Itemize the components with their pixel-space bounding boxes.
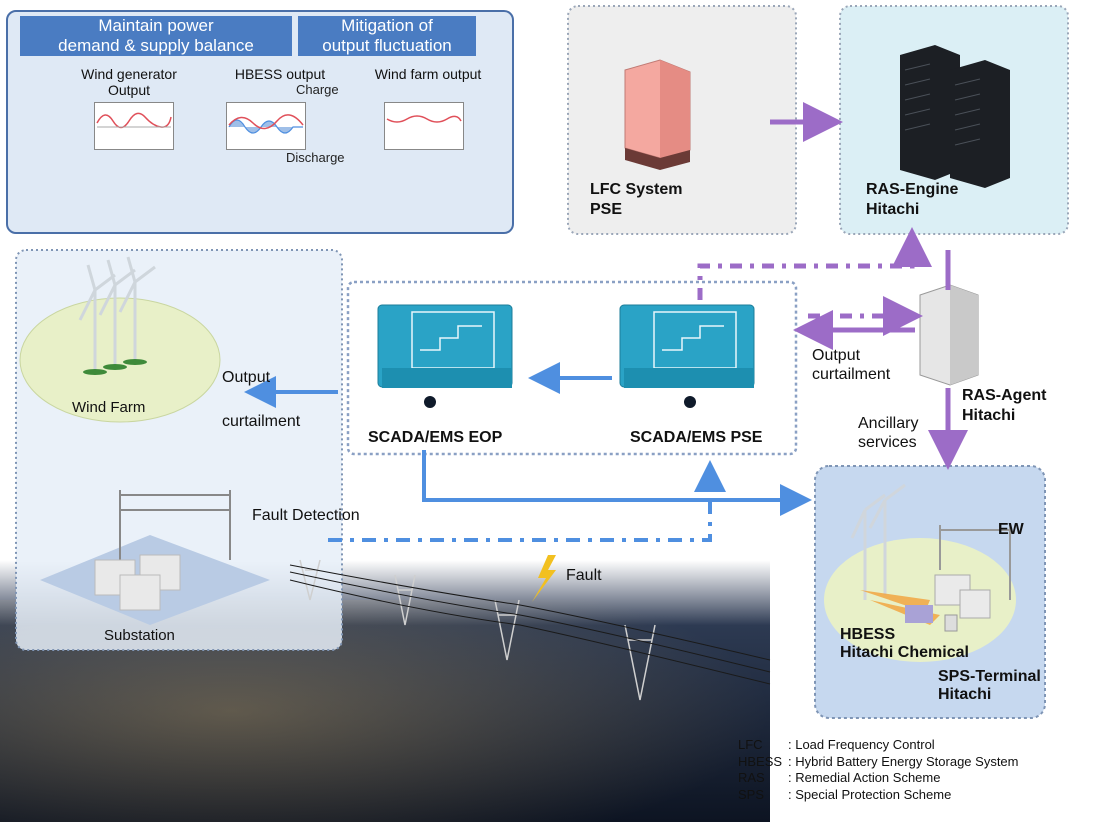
scada-pse-icon [619, 304, 755, 408]
hbess-label-line1: HBESS [840, 626, 896, 643]
legend-abbr: HBESS [738, 753, 783, 769]
hbess-label-line2: Hitachi Chemical [840, 644, 969, 661]
substation-icon [119, 490, 231, 560]
discharge-label: Discharge [286, 150, 345, 165]
charge-label: Charge [296, 82, 339, 97]
ras-agent-label: RAS-Agent Hitachi [962, 386, 1046, 426]
ras-engine-servers-icon [900, 45, 1010, 188]
wind-farm-output-chart [384, 102, 464, 150]
legend-row: RAS : Remedial Action Scheme [738, 770, 1018, 787]
substation-label: Substation [104, 627, 175, 644]
legend-row: HBESS : Hybrid Battery Energy Storage Sys… [738, 754, 1018, 771]
ras-engine-label-line2: Hitachi [866, 201, 920, 218]
abbreviation-legend: LFC : Load Frequency Control HBESS : Hybri… [738, 737, 1018, 803]
ancillary-services-label: Ancillary services [858, 414, 918, 452]
output-curtailment-right-label: Output curtailment [812, 346, 890, 384]
legend-abbr: SPS [738, 786, 765, 802]
scada-group-box [346, 280, 798, 456]
wind-generator-label-line2: Output [107, 82, 151, 98]
output-curtailment-left-line2: curtailment [222, 413, 301, 430]
purple-connections [697, 102, 968, 470]
wind-generator-label-line1: Wind generator [81, 66, 177, 82]
legend-desc: : Special Protection Scheme [788, 786, 952, 802]
header-left-line2: demand & supply balance [58, 36, 254, 55]
legend-row: LFC : Load Frequency Control [738, 737, 1018, 754]
output-curtailment-right-line1: Output [812, 347, 861, 364]
legend-abbr: RAS [738, 770, 765, 785]
wind-generator-chart [94, 102, 174, 150]
scada-eop-icon [377, 304, 513, 408]
ancillary-services-line1: Ancillary [858, 415, 919, 432]
lfc-system-label-line2: PSE [590, 201, 623, 218]
legend-desc: : Hybrid Battery Energy Storage System [788, 753, 1019, 769]
header-maintain-balance: Maintain power demand & supply balance [20, 16, 292, 56]
output-curtailment-left-line1: Output [222, 369, 271, 386]
scada-pse-label: SCADA/EMS PSE [630, 429, 763, 446]
ras-engine-label: RAS-Engine Hitachi [866, 180, 958, 220]
blue-connections [244, 362, 812, 542]
header-left-line1: Maintain power [98, 16, 214, 35]
ras-agent-label-line2: Hitachi [962, 407, 1016, 424]
scada-eop-label: SCADA/EMS EOP [368, 429, 503, 446]
header-right-line1: Mitigation of [341, 16, 433, 35]
ras-engine-label-line1: RAS-Engine [866, 181, 959, 198]
legend-desc: : Remedial Action Scheme [788, 770, 941, 785]
lfc-system-label-line1: LFC System [590, 181, 683, 198]
legend-abbr: LFC [738, 737, 763, 752]
transmission-towers [299, 559, 656, 701]
legend-desc: : Load Frequency Control [788, 737, 935, 752]
output-curtailment-right-line2: curtailment [812, 366, 891, 383]
wind-turbine-icon [78, 256, 156, 370]
wind-farm-ground [19, 297, 221, 423]
fault-bolt-icon [532, 555, 556, 602]
header-mitigation: Mitigation of output fluctuation [298, 16, 476, 56]
fault-label: Fault [566, 567, 602, 584]
lfc-server-icon [624, 59, 691, 170]
sps-terminal-label-line2: Hitachi [938, 686, 992, 703]
wind-farm-label: Wind Farm [72, 399, 146, 416]
lfc-system-label: LFC System PSE [590, 180, 682, 220]
wind-generator-label: Wind generator Output [64, 66, 194, 98]
legend-row: SPS : Special Protection Scheme [738, 787, 1018, 804]
fault-detection-label: Fault Detection [252, 507, 360, 524]
header-right-line2: output fluctuation [322, 36, 452, 55]
ras-agent-server-icon [919, 284, 979, 386]
sps-terminal-label: SPS-Terminal Hitachi [938, 668, 1041, 704]
hbess-label: HBESS Hitachi Chemical [840, 626, 969, 662]
ew-label: EW [998, 521, 1024, 538]
ras-agent-label-line1: RAS-Agent [962, 387, 1047, 404]
ancillary-services-line2: services [858, 434, 917, 451]
output-curtailment-left-label: Output curtailment [222, 356, 300, 444]
sps-terminal-label-line1: SPS-Terminal [938, 668, 1041, 685]
hbess-output-chart [226, 102, 306, 150]
hbess-output-label: HBESS output [234, 66, 326, 82]
wind-farm-output-label: Wind farm output [374, 66, 482, 82]
